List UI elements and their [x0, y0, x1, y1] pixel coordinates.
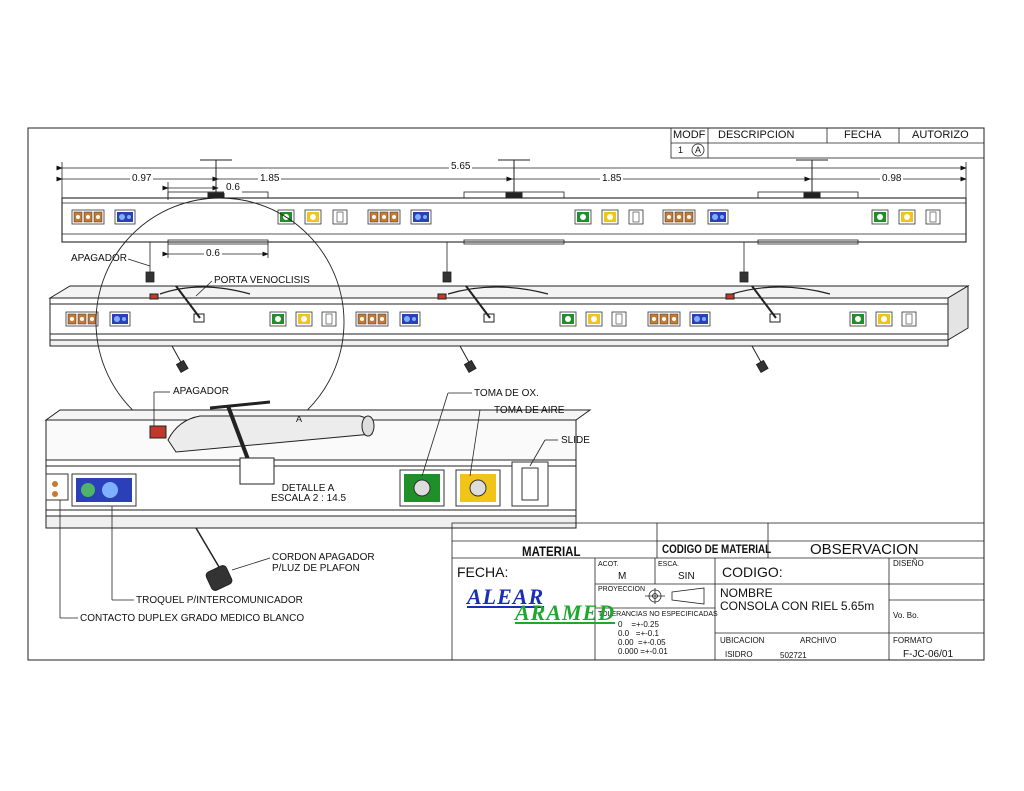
tb-fecha-label: FECHA:	[457, 564, 509, 580]
revision-header-descripcion: DESCRIPCION	[718, 129, 795, 141]
tb-ubicacion-value: ISIDRO	[725, 650, 753, 659]
dim-right-end: 0.98	[880, 173, 904, 184]
revision-letter: A	[695, 145, 702, 155]
detail-title: DETALLE A	[281, 483, 335, 494]
tb-codigo-label: CODIGO:	[722, 564, 783, 580]
dim-total: 5.65	[449, 161, 473, 172]
revision-header-fecha: FECHA	[844, 129, 882, 141]
tb-acot-value: M	[618, 571, 627, 582]
dim-left-end: 0.97	[130, 173, 154, 184]
tb-esca-value: SIN	[678, 571, 695, 582]
revision-header-autorizo: AUTORIZO	[912, 129, 969, 141]
label-slide: SLIDE	[561, 435, 590, 446]
tb-archivo-value: 502721	[780, 651, 807, 660]
detail-components	[45, 461, 549, 507]
tb-proyeccion-label: PROYECCION	[598, 586, 646, 593]
dim-offset-top: 0.6	[224, 182, 242, 193]
label-cordon-line2: P/LUZ DE PLAFON	[272, 563, 360, 574]
tb-tolerance-1: 0.0 =+-0.1	[618, 629, 659, 638]
tb-tolerancias-label: TOLERANCIAS NO ESPECIFICADAS	[598, 611, 718, 618]
tb-codigo-material-label: CODIGO DE MATERIAL	[662, 542, 772, 556]
elevation-view	[56, 159, 967, 283]
tb-tolerance-0: 0 =+-0.25	[618, 620, 659, 629]
label-cordon-line1: CORDON APAGADOR	[272, 552, 375, 563]
detail-marker-a: A	[296, 414, 303, 424]
dim-offset-bottom: 0.6	[204, 248, 222, 259]
label-apagador-detail: APAGADOR	[173, 386, 229, 397]
label-toma-ox: TOMA DE OX.	[474, 388, 539, 399]
label-apagador-top: APAGADOR	[71, 253, 127, 264]
tb-archivo-label: ARCHIVO	[800, 636, 837, 645]
leader-lines	[59, 258, 558, 619]
company-logo: ALEAR ARAMED	[465, 584, 614, 626]
tb-acot-label: ACOT.	[598, 561, 619, 568]
isometric-view	[48, 285, 970, 374]
logo-aramed: ARAMED	[515, 600, 616, 625]
revision-modf-value: 1	[678, 145, 684, 155]
label-troquel: TROQUEL P/INTERCOMUNICADOR	[136, 595, 303, 606]
tb-esca-label: ESCA.	[658, 561, 680, 568]
tb-nombre-value: CONSOLA CON RIEL 5.65m	[720, 599, 875, 613]
tb-material-label: MATERIAL	[522, 543, 581, 559]
dim-span-right: 1.85	[600, 173, 624, 184]
label-porta-venoclisis: PORTA VENOCLISIS	[214, 275, 310, 286]
title-block-lines	[451, 522, 985, 661]
tb-ubicacion-label: UBICACION	[720, 636, 765, 645]
label-contacto: CONTACTO DUPLEX GRADO MEDICO BLANCO	[80, 613, 305, 624]
tb-formato-value: F-JC-06/01	[903, 649, 954, 660]
tb-tolerance-3: 0.000 =+-0.01	[618, 647, 668, 656]
tb-tolerance-2: 0.00 =+-0.05	[618, 638, 666, 647]
tb-observacion-label: OBSERVACION	[810, 541, 919, 558]
elevation-components	[71, 209, 941, 225]
label-toma-aire: TOMA DE AIRE	[494, 405, 565, 416]
revision-header-modf: MODF	[673, 129, 706, 141]
tb-diseno-label: DISEÑO	[893, 559, 924, 568]
detail-scale: ESCALA 2 : 14.5	[271, 493, 347, 504]
revision-table	[670, 127, 985, 159]
tb-vobo-label: Vo. Bo.	[893, 611, 919, 620]
tb-nombre-label: NOMBRE	[720, 586, 773, 600]
tb-formato-label: FORMATO	[893, 636, 933, 645]
logo-alear: ALEAR	[467, 584, 545, 609]
dim-span-left: 1.85	[258, 173, 282, 184]
